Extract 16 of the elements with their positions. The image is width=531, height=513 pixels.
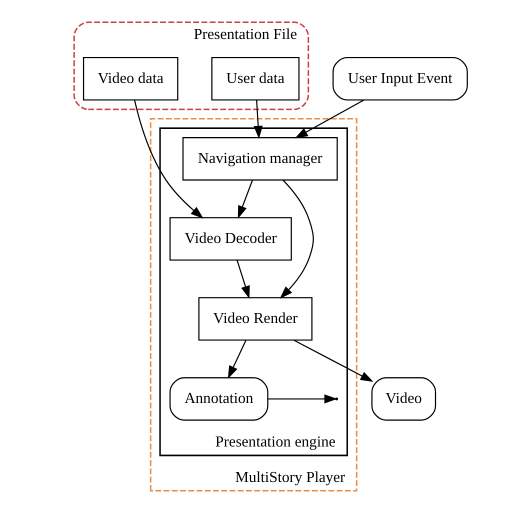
arrow: [268, 394, 337, 404]
arrow: [293, 340, 373, 382]
node-box: User data: [210, 56, 300, 101]
arrow: [237, 180, 252, 219]
node-box: Video data: [82, 56, 178, 101]
node-box: Navigation manager: [182, 137, 338, 181]
arrow: [236, 260, 250, 299]
arrow: [134, 100, 204, 219]
node-box: Annotation: [168, 377, 268, 421]
node-box: User Input Event: [332, 56, 468, 101]
arrow: [253, 100, 262, 139]
node-box: Video Decoder: [168, 217, 292, 261]
node-box: Video: [370, 377, 436, 421]
arrow: [279, 180, 314, 299]
arrow: [227, 340, 246, 379]
node-box: Video Render: [198, 297, 312, 341]
